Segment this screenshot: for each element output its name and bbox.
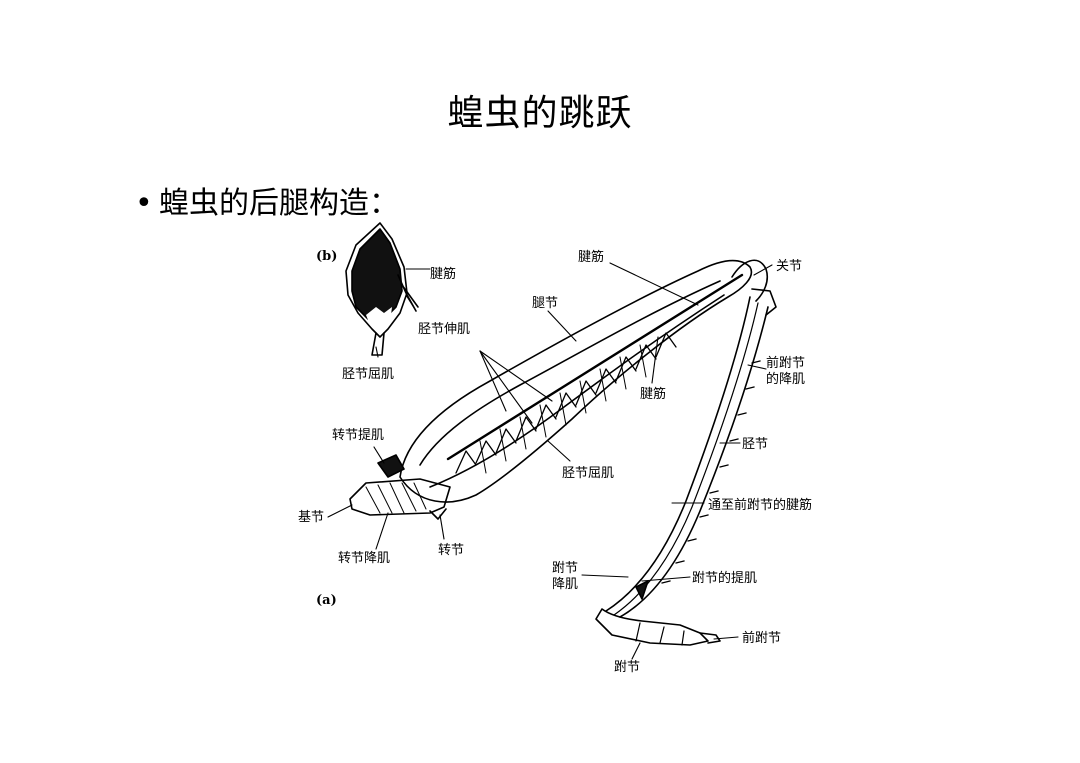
- label-b-tendon: 腱筋: [430, 266, 456, 282]
- tarsus-segments: [635, 622, 685, 646]
- tibia-tarsus-levator: [635, 580, 649, 600]
- label-tibia-flexor: 胫节屈肌: [562, 466, 614, 481]
- coxa-striations: [365, 482, 427, 514]
- leader-b-flexor: [375, 346, 379, 358]
- leader-extensor-2: [479, 350, 533, 424]
- label-pretarsus: 前跗节: [742, 630, 781, 646]
- leader-lines: [327, 262, 773, 660]
- bullet-dot: •: [135, 186, 153, 221]
- leader-trochanter-depressor: [375, 512, 389, 550]
- bullet-text: 蝗虫的后腿构造：: [159, 186, 399, 221]
- leader-tarsus-depressor: [581, 574, 629, 578]
- femur: [399, 259, 753, 503]
- femur-inner-wall: [419, 280, 721, 466]
- locust-hind-leg-diagram: (b) 腱筋 胫节伸肌 胫节屈肌 腱筋 关节 腿节 前跗节 的降肌 腱筋 转节提…: [298, 222, 812, 675]
- label-tarsus-depressor-1: 跗节: [552, 561, 578, 576]
- diagram-labels: (b) 腱筋 胫节伸肌 胫节屈肌 腱筋 关节 腿节 前跗节 的降肌 腱筋 转节提…: [298, 249, 812, 675]
- label-a-marker: (a): [316, 593, 337, 608]
- bullet-item: •蝗虫的后腿构造：: [135, 178, 399, 222]
- femur-outline: [399, 259, 753, 503]
- femur-tendon: [446, 273, 744, 461]
- slide-title: 蝗虫的跳跃: [447, 93, 633, 134]
- leader-trochanter: [439, 514, 445, 540]
- leader-trochanter-levator: [373, 446, 385, 464]
- femur-muscle-fibers: [479, 344, 647, 474]
- leader-coxa: [327, 504, 353, 518]
- label-b-tibia-flexor: 胫节屈肌: [342, 367, 394, 382]
- label-trochanter-levator: 转节提肌: [332, 427, 384, 443]
- leader-pretarsus-depressor: [747, 364, 767, 370]
- label-b-marker: (b): [316, 249, 337, 264]
- trochanter-levator-muscle: [377, 454, 405, 478]
- knee-joint-outline: [731, 259, 769, 302]
- label-trochanter-depressor: 转节降肌: [338, 551, 390, 566]
- leader-top-tendon: [609, 262, 699, 306]
- cross-section-white-patch: [366, 307, 392, 329]
- label-coxa: 基节: [298, 510, 324, 525]
- tibia-back-edge: [605, 296, 751, 612]
- knee-joint-cap: [751, 288, 777, 316]
- leader-tibia-flexor: [547, 440, 571, 462]
- leader-b-extensor: [405, 294, 417, 312]
- leader-femur: [547, 310, 577, 342]
- leader-extensor-3: [479, 350, 553, 402]
- leader-tarsus-levator: [641, 576, 691, 582]
- label-tibia: 胫节: [742, 437, 768, 452]
- femur-muscle-chevrons: [455, 332, 677, 474]
- label-b-tibia-extensor: 胫节伸肌: [418, 322, 470, 337]
- label-pretarsus-depressor-2: 的降肌: [766, 371, 805, 387]
- leader-joint: [753, 264, 773, 276]
- label-trochanter: 转节: [438, 543, 464, 558]
- trochanter-piece: [429, 508, 447, 520]
- leader-mid-tendon: [651, 336, 659, 384]
- coxa-trochanter: [349, 454, 451, 520]
- leader-extensor-1: [479, 350, 507, 412]
- cross-section-b: [345, 222, 419, 356]
- knee-joint: [731, 259, 777, 316]
- tarsus-outline: [595, 608, 709, 646]
- leader-pretarsus: [713, 636, 739, 640]
- label-tarsus: 跗节: [614, 660, 640, 675]
- label-top-tendon: 腱筋: [578, 249, 604, 265]
- cross-section-stem: [371, 332, 385, 356]
- label-joint: 关节: [776, 259, 802, 274]
- femur-lower-wall: [429, 294, 725, 488]
- label-femur: 腿节: [532, 296, 558, 311]
- leader-tarsus: [631, 642, 641, 660]
- cross-section-outline: [345, 222, 408, 338]
- label-pretarsus-depressor-1: 前跗节: [766, 355, 805, 371]
- label-mid-tendon: 腱筋: [640, 386, 666, 402]
- pretarsus-claw: [699, 632, 721, 644]
- label-tendon-to-pretarsus: 通至前跗节的腱筋: [708, 497, 812, 513]
- label-tarsus-depressor-2: 降肌: [552, 577, 578, 592]
- coxa-outline: [349, 478, 451, 516]
- tarsus: [595, 608, 721, 646]
- tibia-spines: [661, 360, 761, 584]
- label-tarsus-levator: 跗节的提肌: [692, 570, 757, 586]
